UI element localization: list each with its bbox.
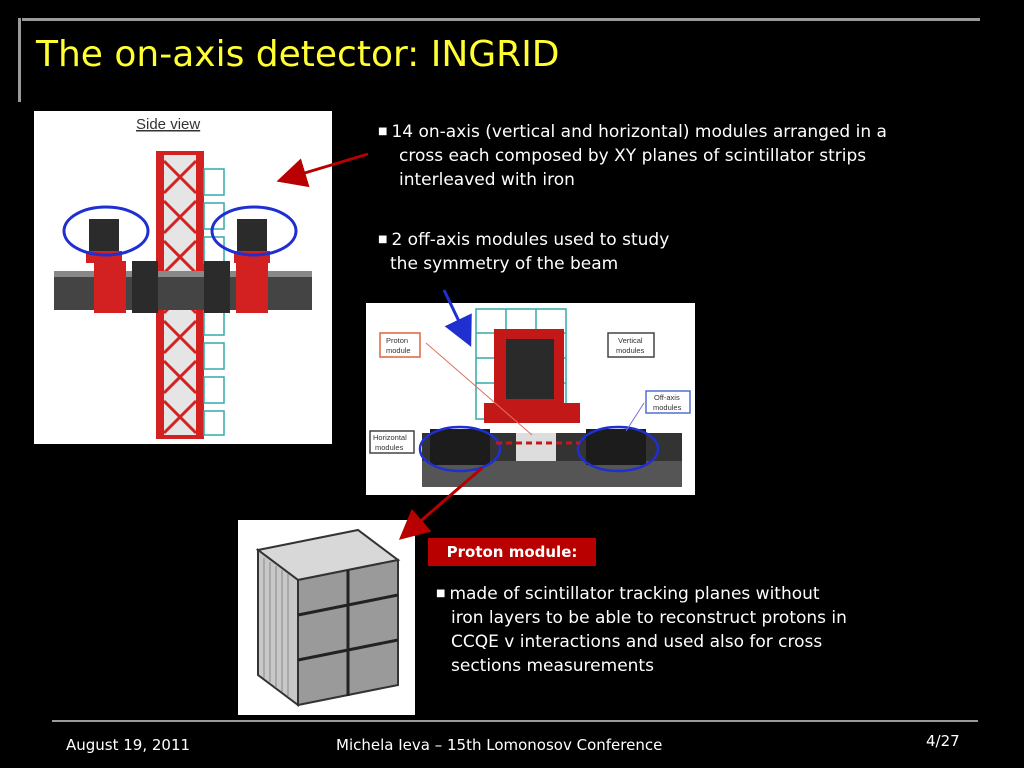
arrow-to-off-axis	[442, 289, 472, 347]
footer-conference: Michela Ieva – 15th Lomonosov Conference	[336, 736, 663, 754]
off-axis-modules	[62, 205, 298, 263]
svg-text:modules: modules	[653, 403, 682, 412]
svg-text:modules: modules	[375, 443, 404, 452]
side-view-figure: Side view	[34, 111, 332, 444]
slide-title: The on-axis detector: INGRID	[36, 34, 560, 75]
svg-text:modules: modules	[616, 346, 645, 355]
horizontal-modules	[422, 429, 682, 487]
label-vertical-modules: Vertical modules	[607, 332, 655, 358]
left-rule	[18, 18, 21, 102]
svg-text:Off-axis: Off-axis	[654, 393, 680, 402]
svg-text:Proton: Proton	[386, 336, 408, 345]
bullet-off-axis: ■2 off-axis modules used to study the sy…	[378, 230, 670, 274]
side-view-label: Side view	[136, 116, 200, 133]
footer-date: August 19, 2011	[66, 736, 191, 754]
proton-module-figure	[238, 520, 415, 715]
proton-module-heading: Proton module:	[428, 538, 596, 566]
arrow-to-proton-module	[398, 466, 483, 540]
bullet-on-axis: ■14 on-axis (vertical and horizontal) mo…	[378, 122, 887, 190]
footer-page-number: 4/27	[926, 732, 960, 750]
bullet-proton-module: ■made of scintillator tracking planes wi…	[436, 584, 847, 676]
svg-text:module: module	[386, 346, 411, 355]
svg-text:Horizontal: Horizontal	[373, 433, 407, 442]
vertical-module-stack	[484, 329, 580, 423]
bottom-rule	[52, 720, 978, 722]
svg-text:Vertical: Vertical	[618, 336, 643, 345]
label-off-axis-modules: Off-axis modules	[645, 390, 691, 414]
arrow-to-side-view	[276, 152, 369, 188]
ingrid-3d-figure: Proton module Vertical modules Off-axis …	[366, 303, 695, 495]
label-horizontal-modules: Horizontal modules	[369, 430, 415, 454]
top-rule	[22, 18, 980, 21]
label-proton-module: Proton module	[379, 332, 421, 358]
horizontal-module-row	[54, 261, 312, 313]
